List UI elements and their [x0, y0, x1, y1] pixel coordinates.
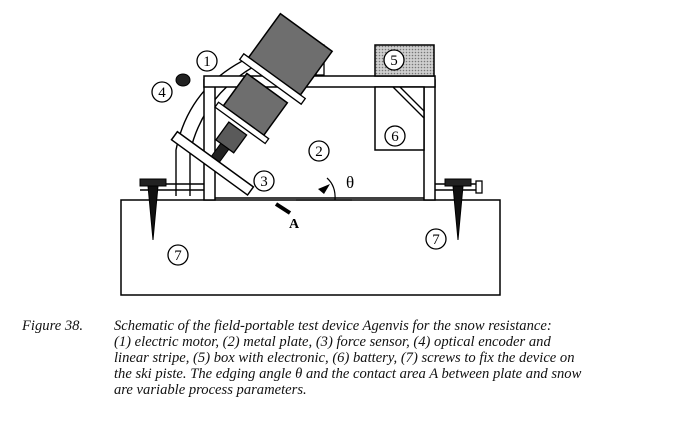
- caption-line-2: (1) electric motor, (2) metal plate, (3)…: [114, 334, 551, 350]
- encoder-head: [175, 73, 191, 87]
- caption-line-1: Schematic of the field-portable test dev…: [114, 318, 552, 334]
- theta-label: θ: [346, 173, 354, 192]
- angle-arc: [326, 177, 336, 201]
- label-4-optical-encoder: 4: [151, 81, 173, 103]
- right-bracket-end: [475, 180, 483, 194]
- frame-top-bar: [203, 75, 436, 88]
- label-6-battery: 6: [384, 125, 406, 147]
- svg-text:5: 5: [390, 53, 398, 69]
- figure-number: Figure 38.: [22, 318, 84, 334]
- label-2-metal-plate: 2: [308, 140, 330, 162]
- svg-text:2: 2: [315, 144, 323, 160]
- svg-text:7: 7: [432, 232, 440, 248]
- caption-line-3: linear stripe, (5) box with electronic, …: [114, 350, 575, 366]
- svg-text:3: 3: [260, 174, 268, 190]
- svg-text:1: 1: [203, 54, 211, 70]
- frame-right-post: [423, 79, 436, 201]
- label-7-screw-left: 7: [167, 244, 189, 266]
- battery-strut: [392, 86, 425, 119]
- label-1-electric-motor: 1: [196, 50, 218, 72]
- screw-right: [444, 178, 472, 241]
- device-schematic: 1 2 3 4 5 6 7 7 θ A: [120, 12, 501, 296]
- motor-lower-flange: [214, 101, 270, 145]
- battery-strut-b: [399, 86, 425, 112]
- label-7-screw-right: 7: [425, 228, 447, 250]
- contact-mark: [274, 202, 292, 215]
- figure-caption: Figure 38. Schematic of the field-portabl…: [22, 318, 692, 398]
- caption-line-5: are variable process parameters.: [114, 382, 307, 398]
- label-5-electronics-box: 5: [383, 49, 405, 71]
- metal-plate: [170, 130, 255, 197]
- angle-arrow: [318, 184, 330, 194]
- frame-left-post: [203, 79, 216, 201]
- screw-left: [139, 178, 167, 241]
- motor-flange: [238, 52, 307, 106]
- area-label: A: [289, 217, 300, 232]
- label-3-force-sensor: 3: [253, 170, 275, 192]
- svg-text:7: 7: [174, 248, 182, 264]
- svg-text:6: 6: [391, 129, 399, 145]
- motor-assembly: [170, 12, 334, 197]
- caption-line-4: the ski piste. The edging angle θ and th…: [114, 366, 582, 382]
- svg-text:4: 4: [158, 85, 166, 101]
